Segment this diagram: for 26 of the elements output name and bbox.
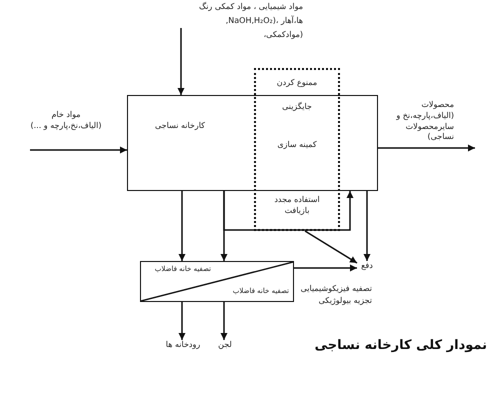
note-text: تجزیه بیولوژیکی xyxy=(318,296,372,307)
node-text: لجن xyxy=(217,340,233,351)
node-text: ممنوع کردن xyxy=(276,78,318,89)
arrow xyxy=(178,302,186,340)
arrow xyxy=(220,302,228,340)
diagram-title: نمودار کلی کارخانه نساجی xyxy=(314,338,487,353)
arrow xyxy=(378,144,475,152)
arrow xyxy=(304,230,358,264)
node-text: محصولات (الیاف،پارچه،نخ و سایرمحصولات نساجی) xyxy=(395,100,454,144)
arrow xyxy=(178,28,184,95)
arrow xyxy=(364,191,370,261)
arrow xyxy=(178,191,186,261)
node-text: مواد شیمیایی ، مواد کمکی رنگ ها،آهار ،(NaOH,H₂O₂, (موادکمکی، xyxy=(198,1,303,41)
node-text: دفع xyxy=(360,261,374,272)
note-text: تصفیه فیزیکوشیمیایی xyxy=(300,284,372,295)
dotted-box xyxy=(254,68,340,231)
arrow xyxy=(294,264,357,272)
node-text: کارخانه نساجی xyxy=(154,121,206,132)
arrow xyxy=(223,191,354,231)
node-text: جایگزینی xyxy=(281,102,313,113)
node-text: کمینه سازی xyxy=(276,140,318,151)
node-text: استفاده مجدد بازیافت xyxy=(273,195,321,217)
process-box xyxy=(127,95,378,191)
node-text: رودخانه ها xyxy=(164,340,202,351)
arrow xyxy=(30,146,127,154)
node-text: مواد خام (الیاف،نخ،پارچه و ...) xyxy=(30,110,102,132)
